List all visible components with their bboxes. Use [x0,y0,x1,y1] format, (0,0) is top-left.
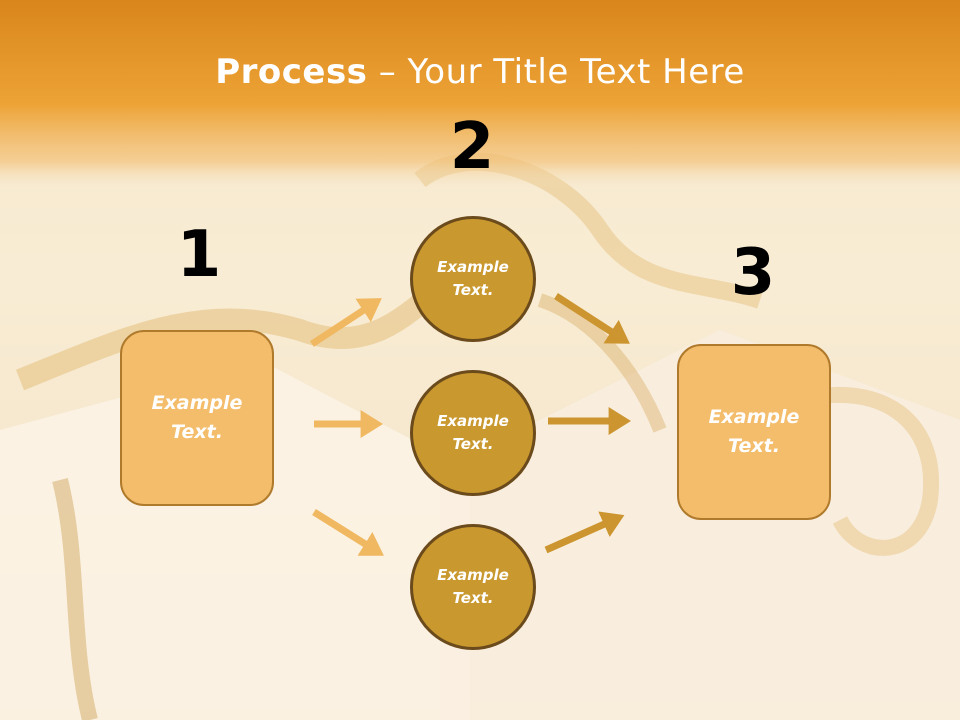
circle-middle-line1: Example [437,412,509,430]
step-number-3: 3 [730,236,776,310]
step-box-1-line2: Text. [171,421,223,443]
circle-middle-line2: Text. [452,435,494,453]
step-number-2: 2 [449,110,495,184]
step-box-1-line1: Example [151,392,243,414]
title-bold: Process [215,52,368,92]
title-rest: – Your Title Text Here [367,52,745,92]
step-number-1: 1 [176,218,222,292]
arrow-1-to-top [310,298,382,347]
step-box-3-line1: Example [708,406,800,428]
circle-bottom-line1: Example [437,566,509,584]
circle-bottom-line2: Text. [452,589,494,607]
arrow-1-to-bottom [312,509,384,556]
circle-top-line1: Example [437,258,509,276]
step-box-3-line2: Text. [728,435,780,457]
slide-title: Process – Your Title Text Here [0,52,960,92]
circle-top-line2: Text. [452,281,494,299]
arrow-top-to-3 [554,293,630,344]
arrow-bottom-to-3 [544,511,625,554]
